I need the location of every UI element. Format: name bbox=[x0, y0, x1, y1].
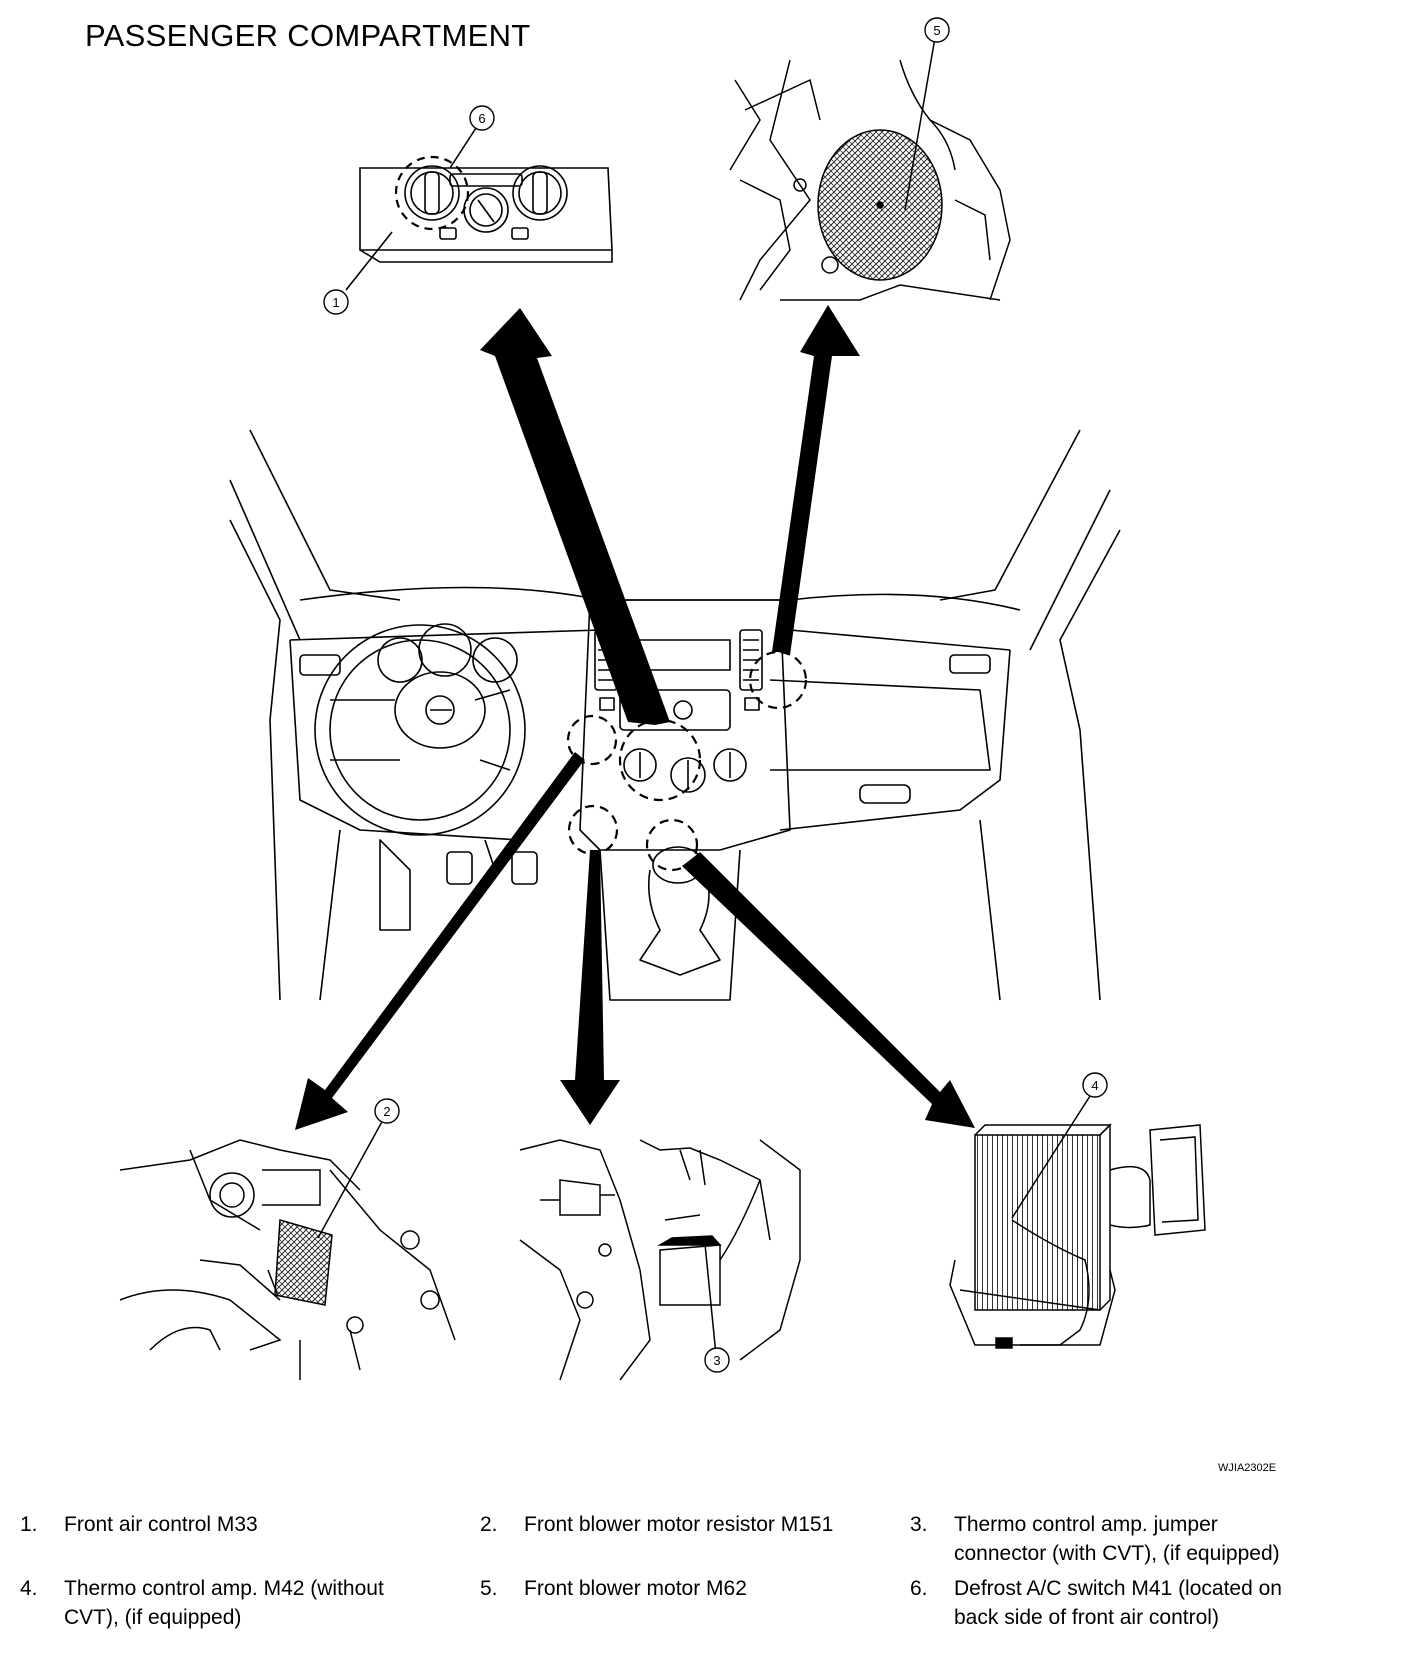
legend-item-6: 6. Defrost A/C switch M41 (located on ba… bbox=[910, 1574, 1314, 1632]
legend-item-5: 5. Front blower motor M62 bbox=[480, 1574, 900, 1603]
inset-thermo-control-amp bbox=[949, 1095, 1206, 1349]
inset-front-blower-motor bbox=[729, 31, 1011, 301]
legend-number: 4. bbox=[20, 1577, 38, 1600]
legend-item-2: 2. Front blower motor resistor M151 bbox=[480, 1510, 900, 1539]
legend-item-1: 1. Front air control M33 bbox=[20, 1510, 440, 1539]
legend-text: Front blower motor M62 bbox=[524, 1577, 747, 1600]
legend-number: 1. bbox=[20, 1513, 38, 1536]
legend-text: Thermo control amp. M42 (without CVT), (… bbox=[64, 1577, 384, 1629]
inset-front-air-control bbox=[345, 127, 613, 291]
inset-jumper-connector bbox=[519, 1139, 801, 1381]
legend-text: Defrost A/C switch M41 (located on back … bbox=[954, 1577, 1282, 1629]
inset-blower-motor-resistor bbox=[119, 1117, 456, 1380]
callout-6: 6 bbox=[469, 105, 495, 131]
svg-text:1: 1 bbox=[332, 295, 339, 310]
legend-text: Front blower motor resistor M151 bbox=[524, 1513, 834, 1536]
legend-number: 5. bbox=[480, 1577, 498, 1600]
legend-number: 6. bbox=[910, 1577, 928, 1600]
svg-text:3: 3 bbox=[713, 1353, 720, 1368]
svg-text:6: 6 bbox=[478, 111, 485, 126]
legend-item-3: 3. Thermo control amp. jumper connector … bbox=[910, 1510, 1314, 1568]
callout-2: 2 bbox=[374, 1098, 400, 1124]
callout-1: 1 bbox=[323, 289, 349, 315]
diagram-title: PASSENGER COMPARTMENT bbox=[85, 18, 531, 53]
svg-text:4: 4 bbox=[1091, 1078, 1098, 1093]
legend-item-4: 4. Thermo control amp. M42 (without CVT)… bbox=[20, 1574, 424, 1632]
pointer-arrows bbox=[295, 305, 975, 1130]
legend-number: 2. bbox=[480, 1513, 498, 1536]
callout-4: 4 bbox=[1082, 1072, 1108, 1098]
figure-reference-code: WJIA2302E bbox=[1218, 1462, 1277, 1474]
callout-5: 5 bbox=[924, 17, 950, 43]
callout-3: 3 bbox=[704, 1347, 730, 1373]
legend-text: Thermo control amp. jumper connector (wi… bbox=[954, 1513, 1280, 1565]
callout-markers: 1 6 5 2 3 4 bbox=[323, 17, 1108, 1373]
dashboard-illustration bbox=[229, 155, 1121, 1001]
svg-text:2: 2 bbox=[383, 1104, 390, 1119]
legend-text: Front air control M33 bbox=[64, 1513, 258, 1536]
legend-number: 3. bbox=[910, 1513, 928, 1536]
svg-text:5: 5 bbox=[933, 23, 940, 38]
